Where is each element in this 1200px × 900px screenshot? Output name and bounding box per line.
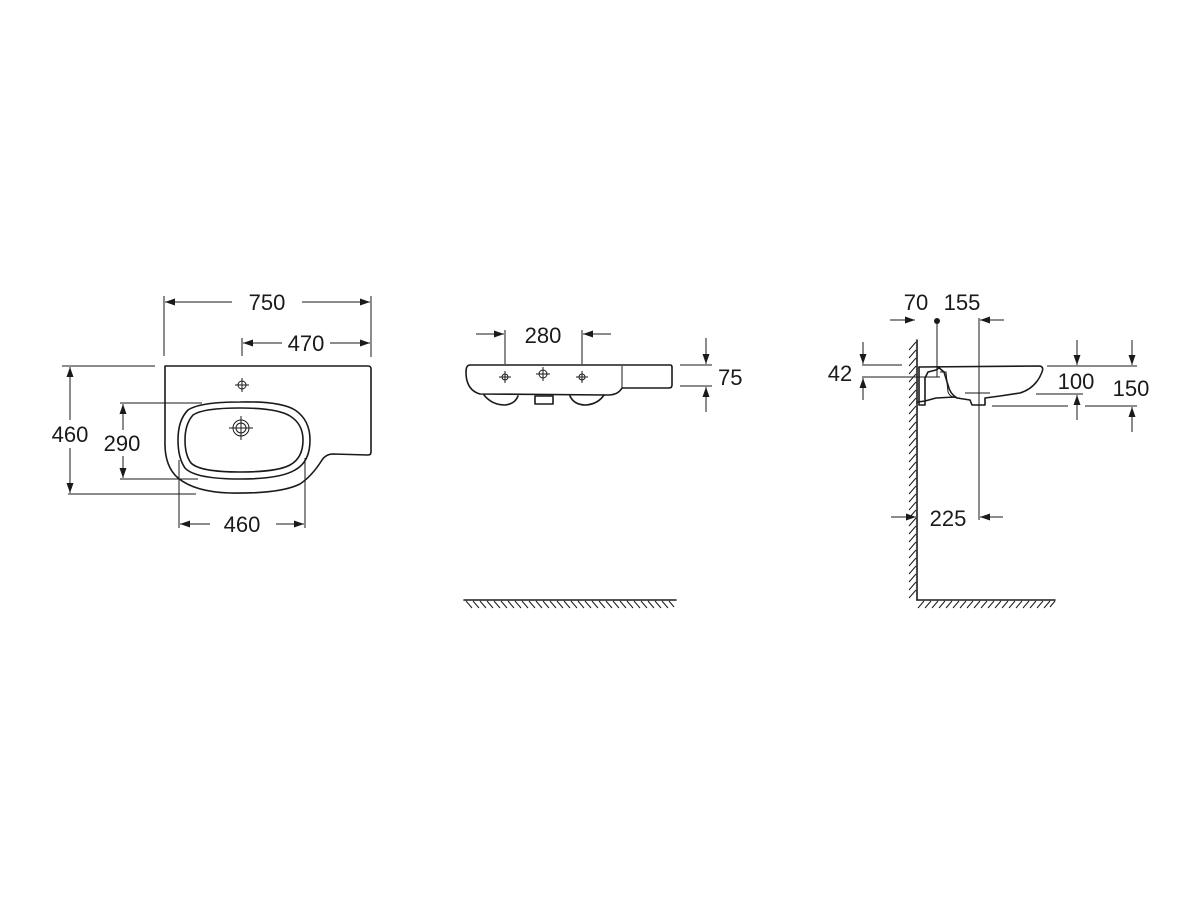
bowl-rim-outer [177,401,311,480]
dim-wall-to-waste: 225 [930,506,967,531]
dim-bowl-width: 460 [224,512,261,537]
bowl-inner [184,407,304,473]
dim-wall-to-fixing: 70 [904,290,928,315]
front-view: 280 75 [463,323,742,609]
plan-view: 750 470 460 290 460 [52,290,372,537]
dim-bowl-depth: 290 [104,431,141,456]
dim-overall-width: 750 [249,290,286,315]
tap-hole-right-icon [576,371,588,383]
dim-overall-height: 150 [1113,376,1150,401]
dim-bowl-depth-side: 100 [1058,369,1095,394]
floor-hatch [463,599,677,609]
dim-overall-depth: 460 [52,422,89,447]
dim-tap-to-edge: 470 [288,331,325,356]
wall-hatch [908,339,1056,609]
dim-tap-spacing: 280 [525,323,562,348]
tap-hole-icon [235,378,249,392]
waste-hole-icon [229,416,253,440]
dim-fixing-to-waste: 155 [944,290,981,315]
tap-hole-left-icon [499,371,511,383]
tap-hole-centre-icon [536,367,550,381]
dim-rim-height: 75 [718,365,742,390]
basin-plan-outline [164,365,372,494]
side-view: 70 155 42 100 150 225 [828,290,1150,609]
basin-side-outline [917,365,1044,406]
basin-front-outline [465,364,673,396]
dim-fixing-height: 42 [828,361,852,386]
